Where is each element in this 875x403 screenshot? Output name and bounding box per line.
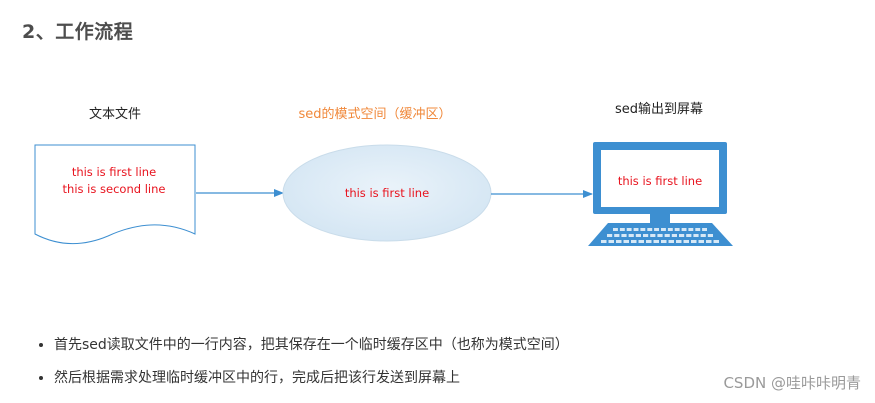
keyboard-key xyxy=(691,240,697,243)
keyboard-key xyxy=(713,240,719,243)
workflow-diagram: 文本文件 sed的模式空间（缓冲区） sed输出到屏幕 this is firs… xyxy=(34,101,733,246)
keyboard-key xyxy=(646,240,652,243)
keyboard-key xyxy=(619,228,625,231)
keyboard-key xyxy=(706,240,712,243)
keyboard-key xyxy=(661,228,666,231)
keyboard-key xyxy=(601,240,607,243)
keyboard-key xyxy=(654,228,659,231)
keyboard-key xyxy=(608,240,614,243)
keyboard-key xyxy=(650,234,656,237)
keyboard-key xyxy=(695,228,701,231)
keyboard-key xyxy=(681,228,687,231)
section-heading: 2、工作流程 xyxy=(22,21,134,43)
keyboard-key xyxy=(640,228,646,231)
keyboard-key xyxy=(607,234,613,237)
keyboard-key xyxy=(664,234,670,237)
keyboard-key xyxy=(679,234,685,237)
keyboard-key xyxy=(693,234,699,237)
keyboard-key xyxy=(631,240,637,243)
keyboard-key xyxy=(613,228,618,231)
pattern-space-text: this is first line xyxy=(345,186,429,200)
keyboard-key xyxy=(676,240,682,243)
keyboard-key xyxy=(702,228,707,231)
keyboard-key xyxy=(700,234,706,237)
keyboard-key xyxy=(616,240,622,243)
workflow-bullet-list: 首先sed读取文件中的一行内容，把其保存在一个临时缓存区中（也称为模式空间） 然… xyxy=(34,329,569,395)
keyboard-key xyxy=(698,240,704,243)
text-file-document xyxy=(34,144,196,245)
keyboard-key xyxy=(638,240,644,243)
bullet-item-2: 然后根据需求处理临时缓冲区中的行，完成后把该行发送到屏幕上 xyxy=(54,362,569,395)
pattern-space-label: sed的模式空间（缓冲区） xyxy=(298,106,451,122)
text-file-label: 文本文件 xyxy=(89,107,141,122)
keyboard-key xyxy=(686,234,692,237)
keyboard-key xyxy=(626,228,632,231)
csdn-watermark: CSDN @哇咔咔明青 xyxy=(723,374,861,392)
keyboard-key xyxy=(643,234,649,237)
laptop-icon xyxy=(588,142,733,246)
keyboard-key xyxy=(635,234,641,237)
bullet-item-1: 首先sed读取文件中的一行内容，把其保存在一个临时缓存区中（也称为模式空间） xyxy=(54,329,569,362)
keyboard-key xyxy=(668,240,674,243)
keyboard-key xyxy=(653,240,659,243)
keyboard-key xyxy=(671,234,677,237)
keyboard-key xyxy=(661,240,667,243)
keyboard-key xyxy=(614,234,620,237)
keyboard-key xyxy=(683,240,689,243)
screen-output-text: this is first line xyxy=(618,174,702,188)
keyboard-key xyxy=(633,228,639,231)
keyboard-key xyxy=(674,228,680,231)
file-line-1: this is first line xyxy=(72,165,156,179)
keyboard-key xyxy=(628,234,634,237)
keyboard-key xyxy=(667,228,673,231)
keyboard-key xyxy=(621,234,627,237)
keyboard-key xyxy=(647,228,653,231)
keyboard-key xyxy=(688,228,694,231)
keyboard-key xyxy=(657,234,663,237)
file-line-2: this is second line xyxy=(63,182,166,196)
keyboard-key xyxy=(707,234,713,237)
pattern-space-ellipse xyxy=(282,144,492,242)
keyboard-key xyxy=(623,240,629,243)
screen-output-label: sed输出到屏幕 xyxy=(615,101,703,117)
